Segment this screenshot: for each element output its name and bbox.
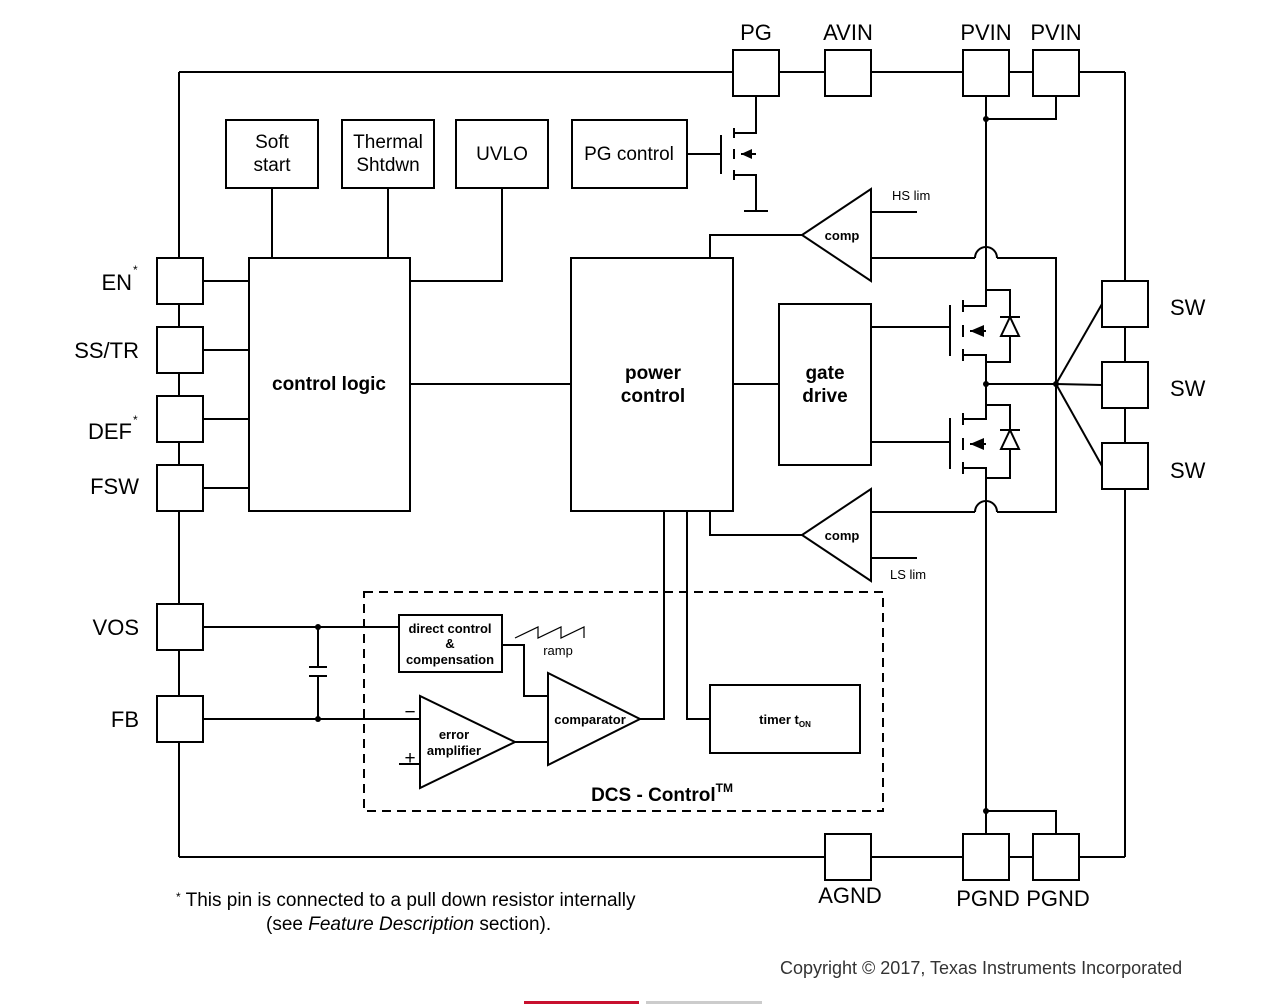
pin-avin-label: AVIN xyxy=(823,20,873,45)
error-amplifier-label-2: amplifier xyxy=(427,743,481,758)
footnote-mark: * xyxy=(176,890,181,904)
power-control-block xyxy=(570,257,734,512)
pin-pg-label: PG xyxy=(740,20,772,45)
dcs-control-label: DCS - ControlTM xyxy=(591,781,733,806)
pin-sw3-box xyxy=(1101,442,1149,490)
pin-en-asterisk: * xyxy=(133,263,138,277)
pin-vos-label: VOS xyxy=(93,615,139,640)
pin-sw2-label: SW xyxy=(1170,376,1206,401)
bottom-tab-active[interactable] xyxy=(524,1001,639,1004)
gate-drive-label-2: drive xyxy=(802,386,847,407)
pin-sw2-box xyxy=(1101,361,1149,409)
pin-pvin2-label: PVIN xyxy=(1030,20,1081,45)
pg-control-label: PG control xyxy=(584,144,674,165)
timer-block xyxy=(709,684,861,754)
direct-control-block xyxy=(398,614,503,673)
pin-pgnd1-label: PGND xyxy=(956,886,1020,911)
pin-sw1-label: SW xyxy=(1170,295,1206,320)
footnote: * This pin is connected to a pull down r… xyxy=(176,890,636,912)
control-logic-block xyxy=(248,257,411,512)
power-control-label-2: control xyxy=(621,386,685,407)
footnote-line2-post: section). xyxy=(474,914,552,935)
pin-def-box xyxy=(156,395,204,443)
pin-def-asterisk: * xyxy=(133,413,138,427)
timer-label: timer tON xyxy=(759,712,811,729)
pin-agnd-label: AGND xyxy=(818,883,882,908)
copyright-text: Copyright © 2017, Texas Instruments Inco… xyxy=(780,958,1183,978)
pin-pg-box xyxy=(732,49,780,97)
gate-drive-label-1: gate xyxy=(805,363,844,384)
ramp-label: ramp xyxy=(543,643,573,658)
pin-fb-box xyxy=(156,695,204,743)
pin-agnd-box xyxy=(824,833,872,881)
pin-ss-tr-box xyxy=(156,326,204,374)
comp-top-label: comp xyxy=(825,228,860,243)
direct-control-label-3: compensation xyxy=(406,652,494,667)
thermal-shutdown-block xyxy=(341,119,435,189)
bottom-tab-inactive[interactable] xyxy=(646,1001,762,1004)
pin-pvin1-label: PVIN xyxy=(960,20,1011,45)
pin-pgnd2-box xyxy=(1032,833,1080,881)
pin-def-label: DEF xyxy=(88,419,132,444)
direct-control-label-2: & xyxy=(445,636,454,651)
uvlo-block xyxy=(455,119,549,189)
gate-drive-block xyxy=(778,303,872,466)
pin-en-label: EN xyxy=(101,270,132,295)
pin-sw3-label: SW xyxy=(1170,458,1206,483)
thermal-label-2: Shtdwn xyxy=(356,155,419,176)
pin-en-box xyxy=(156,257,204,305)
error-amplifier-triangle xyxy=(419,694,518,790)
comparator-label: comparator xyxy=(554,712,626,727)
pin-fsw-box xyxy=(156,464,204,512)
power-control-label-1: power xyxy=(625,363,682,384)
soft-start-label-2: start xyxy=(254,155,292,176)
pin-sw1-box xyxy=(1101,280,1149,328)
comparator-triangle xyxy=(547,671,643,767)
pin-pvin2-box xyxy=(1032,49,1080,97)
pin-ss-tr-label: SS/TR xyxy=(74,338,139,363)
soft-start-label-1: Soft xyxy=(255,132,290,153)
pg-transistor xyxy=(687,96,768,212)
footnote-line2: (see Feature Description section). xyxy=(266,914,551,936)
error-amplifier-plus: + xyxy=(404,748,415,769)
dcs-control-region xyxy=(363,591,884,812)
pin-avin-box xyxy=(824,49,872,97)
comp-bottom-label: comp xyxy=(825,528,860,543)
pin-fb-label: FB xyxy=(111,707,139,732)
comp-top-triangle xyxy=(800,187,872,283)
footnote-line2-pre: (see xyxy=(266,914,309,935)
footnote-line1: This pin is connected to a pull down res… xyxy=(180,890,636,911)
footnote-line2-em: Feature Description xyxy=(308,914,475,935)
pg-control-block xyxy=(571,119,688,189)
pin-fsw-label: FSW xyxy=(90,474,139,499)
soft-start-block xyxy=(225,119,319,189)
control-logic-label: control logic xyxy=(272,374,386,395)
pin-pvin1-box xyxy=(962,49,1010,97)
hs-lim-label: HS lim xyxy=(892,188,930,203)
error-amplifier-label-1: error xyxy=(439,727,469,742)
ls-lim-label: LS lim xyxy=(890,567,926,582)
pin-pgnd2-label: PGND xyxy=(1026,886,1090,911)
pin-vos-box xyxy=(156,603,204,651)
ramp-waveform xyxy=(514,626,585,639)
error-amplifier-minus: − xyxy=(404,702,415,723)
thermal-label-1: Thermal xyxy=(353,132,423,153)
comp-bottom-triangle xyxy=(800,487,872,583)
uvlo-label: UVLO xyxy=(476,144,528,165)
direct-control-label-1: direct control xyxy=(408,621,491,636)
pin-pgnd1-box xyxy=(962,833,1010,881)
